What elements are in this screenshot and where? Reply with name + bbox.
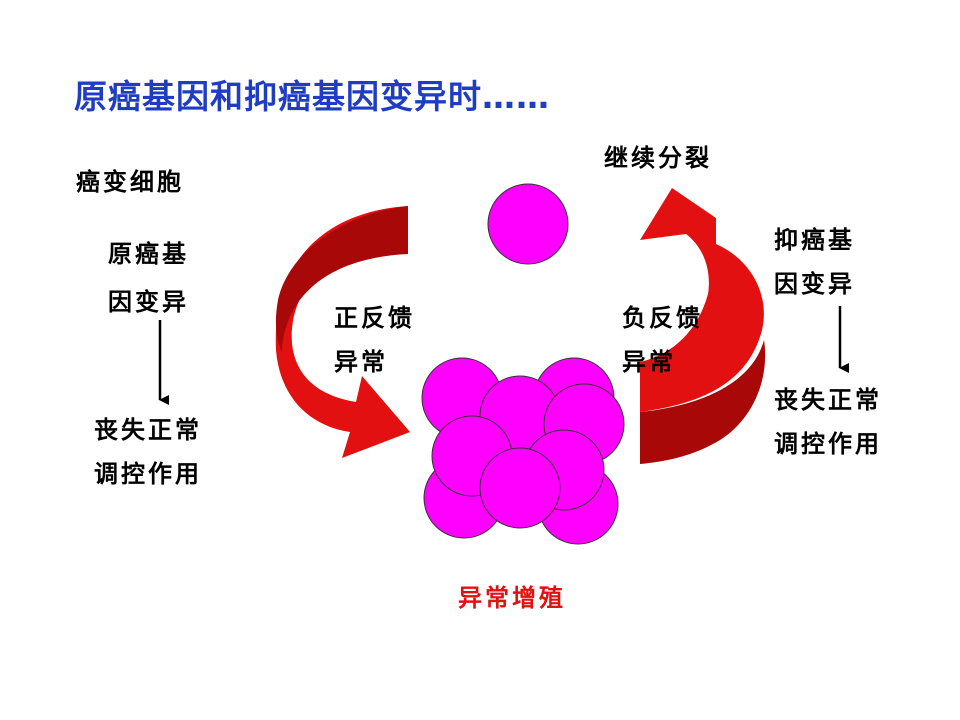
- negative-feedback-label-line1: 负反馈: [622, 304, 703, 332]
- proto-oncogene-label-line2: 因变异: [108, 288, 189, 316]
- right-loss-control-line1: 丧失正常: [774, 386, 882, 414]
- left-loss-control-line1: 丧失正常: [94, 416, 202, 444]
- abnormal-cell-cluster: [421, 357, 625, 545]
- dividing-cell: [487, 183, 569, 265]
- proto-oncogene-label-line1: 原癌基: [108, 240, 189, 268]
- cluster-cell: [479, 447, 561, 529]
- tumor-suppressor-label-line1: 抑癌基: [774, 226, 855, 254]
- negative-feedback-arrow: [640, 188, 766, 464]
- continue-division-label: 继续分裂: [604, 144, 712, 172]
- slide-title: 原癌基因和抑癌基因变异时……: [74, 77, 550, 116]
- negative-feedback-label-line2: 异常: [622, 348, 676, 376]
- cancer-cell-label: 癌变细胞: [76, 168, 184, 196]
- left-loss-control-line2: 调控作用: [94, 460, 202, 488]
- positive-feedback-label-line1: 正反馈: [334, 304, 415, 332]
- abnormal-proliferation-label: 异常增殖: [458, 584, 566, 612]
- tumor-suppressor-label-line2: 因变异: [774, 270, 855, 298]
- positive-feedback-arrow: [275, 206, 410, 458]
- right-loss-control-line2: 调控作用: [774, 430, 882, 458]
- positive-feedback-label-line2: 异常: [334, 348, 388, 376]
